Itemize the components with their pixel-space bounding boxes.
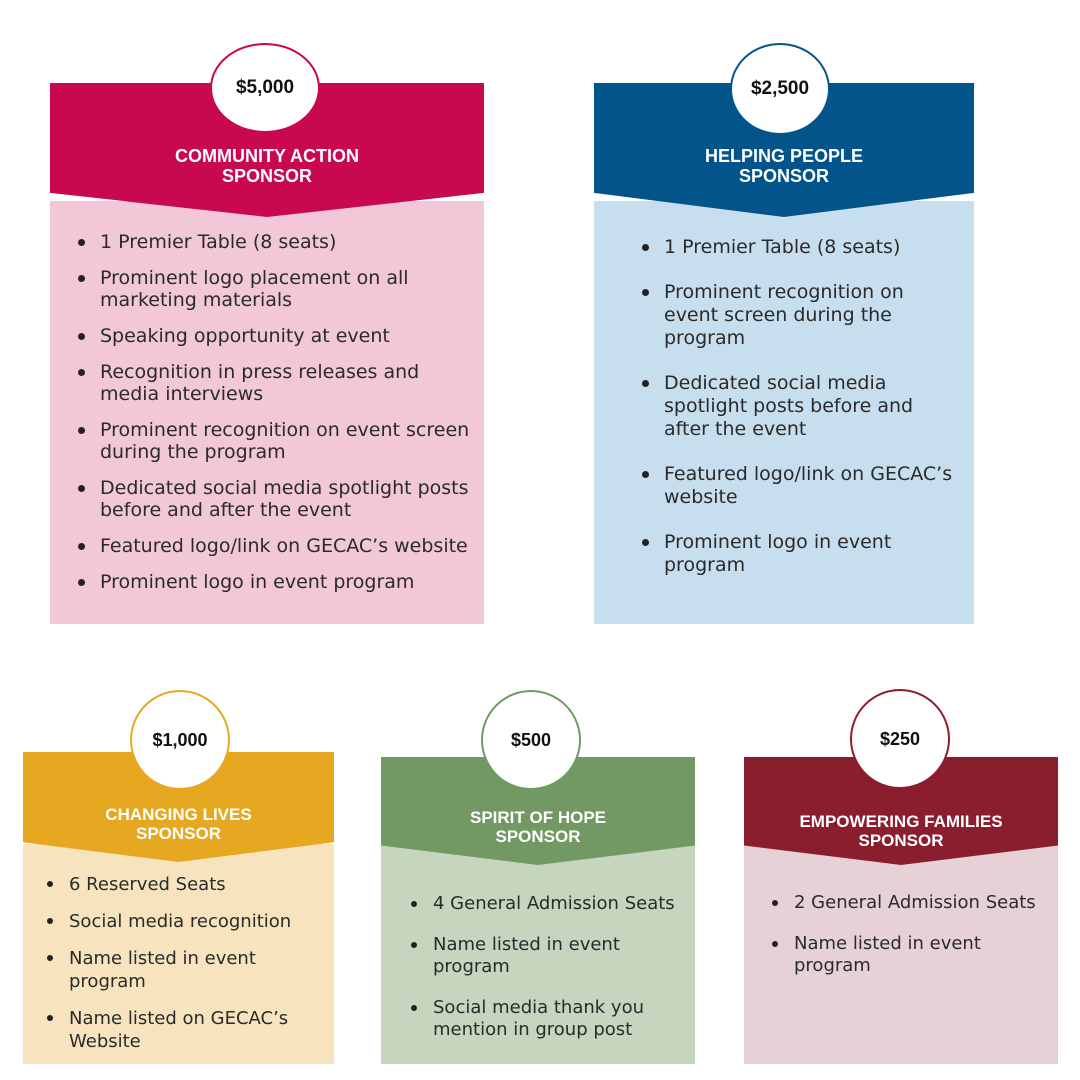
benefit-item: Speaking opportunity at event [78,325,480,347]
price-badge: $5,000 [210,43,320,133]
benefit-item: Recognition in press releases and media … [78,361,480,405]
benefit-item: Featured logo/link on GECAC’s website [78,535,480,557]
tier-card-community-action: COMMUNITY ACTION SPONSOR $5,000 1 Premie… [50,43,484,624]
benefit-item: Prominent logo in event program [642,531,964,577]
benefit-item: 4 General Admission Seats [411,893,693,915]
price-badge: $250 [850,689,950,789]
tier-title: EMPOWERING FAMILIES SPONSOR [799,811,1003,851]
benefit-item: Dedicated social media spotlight posts b… [78,477,480,521]
tier-card-empowering-families: EMPOWERING FAMILIES SPONSOR $250 2 Gener… [744,689,1058,1064]
tier-title: HELPING PEOPLE SPONSOR [704,145,864,187]
benefit-item: Name listed on GECAC’s Website [47,1007,329,1053]
benefit-item: 1 Premier Table (8 seats) [642,236,964,259]
tier-body [594,201,974,624]
benefit-item: Social media thank you mention in group … [411,997,693,1041]
benefit-item: 1 Premier Table (8 seats) [78,231,480,253]
price-badge: $1,000 [130,690,230,790]
benefit-item: Prominent logo in event program [78,571,480,593]
tier-body [23,844,334,1064]
benefit-item: Name listed in event program [772,933,1054,977]
benefit-list: 6 Reserved Seats Social media recognitio… [47,873,329,1067]
tier-body [381,845,695,1064]
tier-body [744,845,1058,1064]
price-badge: $500 [481,690,581,790]
benefit-list: 1 Premier Table (8 seats) Prominent logo… [78,231,480,607]
benefit-item: 2 General Admission Seats [772,892,1054,914]
benefit-item: Featured logo/link on GECAC’s website [642,463,964,509]
tier-card-helping-people: HELPING PEOPLE SPONSOR $2,500 1 Premier … [594,43,974,624]
benefit-item: 6 Reserved Seats [47,873,329,896]
tier-title: SPIRIT OF HOPE SPONSOR [469,807,607,847]
benefit-item: Social media recognition [47,910,329,933]
tier-title: CHANGING LIVES SPONSOR [105,804,252,844]
price-badge: $2,500 [730,43,830,135]
benefit-item: Prominent recognition on event screen du… [78,419,480,463]
tier-card-changing-lives: CHANGING LIVES SPONSOR $1,000 6 Reserved… [23,690,334,1067]
benefit-item: Dedicated social media spotlight posts b… [642,372,964,441]
tier-header: HELPING PEOPLE SPONSOR [594,83,974,217]
tier-title: COMMUNITY ACTION SPONSOR [175,145,359,187]
tier-card-spirit-of-hope: SPIRIT OF HOPE SPONSOR $500 4 General Ad… [381,690,695,1064]
tier-body [50,201,484,624]
benefit-list: 2 General Admission Seats Name listed in… [772,892,1054,996]
benefit-list: 4 General Admission Seats Name listed in… [411,893,693,1060]
benefit-item: Name listed in event program [411,934,693,978]
benefit-item: Prominent recognition on event screen du… [642,281,964,350]
benefit-list: 1 Premier Table (8 seats) Prominent reco… [642,236,964,599]
benefit-item: Prominent logo placement on all marketin… [78,267,480,311]
benefit-item: Name listed in event program [47,947,329,993]
